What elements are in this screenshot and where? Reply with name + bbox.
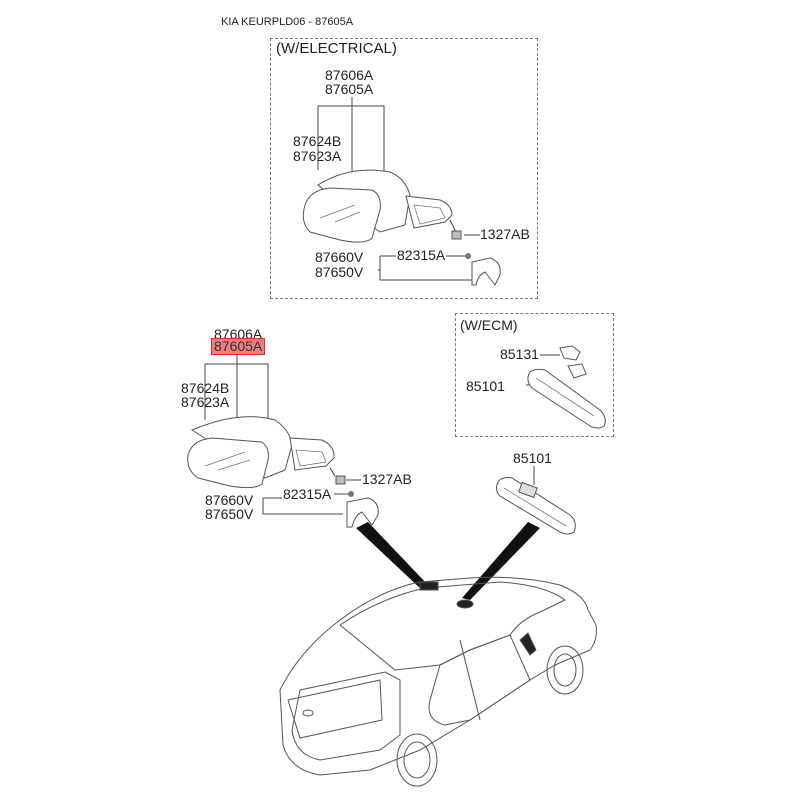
part-label-87605A-highlighted[interactable]: 87605A [211, 338, 266, 355]
part-label-82315A[interactable]: 82315A [283, 486, 332, 502]
part-label-1327AB-electrical[interactable]: 1327AB [480, 226, 530, 242]
part-label-1327AB[interactable]: 1327AB [362, 471, 412, 487]
part-label-85101-ecm[interactable]: 85101 [466, 378, 505, 394]
part-label-85131-ecm[interactable]: 85131 [500, 346, 539, 362]
part-label-87650V-electrical[interactable]: 87650V [315, 264, 364, 280]
mirror-assembly-electrical [302, 169, 501, 286]
part-label-87623A-electrical[interactable]: 87623A [293, 148, 342, 164]
ecm-group-label: (W/ECM) [460, 317, 518, 333]
part-label-87605A-electrical[interactable]: 87605A [325, 81, 374, 97]
ecm-mirror-drawing [526, 345, 606, 429]
part-label-82315A-electrical[interactable]: 82315A [397, 247, 446, 263]
ecm-group-box [455, 313, 614, 437]
car-illustration [279, 576, 597, 787]
mirror-assembly-main [187, 416, 379, 528]
part-label-87624B-electrical[interactable]: 87624B [293, 133, 342, 149]
part-label-85101[interactable]: 85101 [513, 450, 552, 466]
part-label-87606A[interactable]: 87606A [214, 326, 263, 342]
part-label-87606A-electrical[interactable]: 87606A [325, 67, 374, 83]
diagram-title: KIA KEURPLD06 - 87605A [221, 16, 354, 28]
part-label-87650V[interactable]: 87650V [205, 506, 254, 522]
part-label-87660V-electrical[interactable]: 87660V [315, 249, 364, 265]
part-label-87660V[interactable]: 87660V [205, 492, 254, 508]
electrical-group-label: (W/ELECTRICAL) [276, 40, 397, 57]
rearview-mirror-main [495, 466, 576, 535]
electrical-group-box [270, 38, 538, 299]
pointer-wedges [356, 522, 540, 600]
